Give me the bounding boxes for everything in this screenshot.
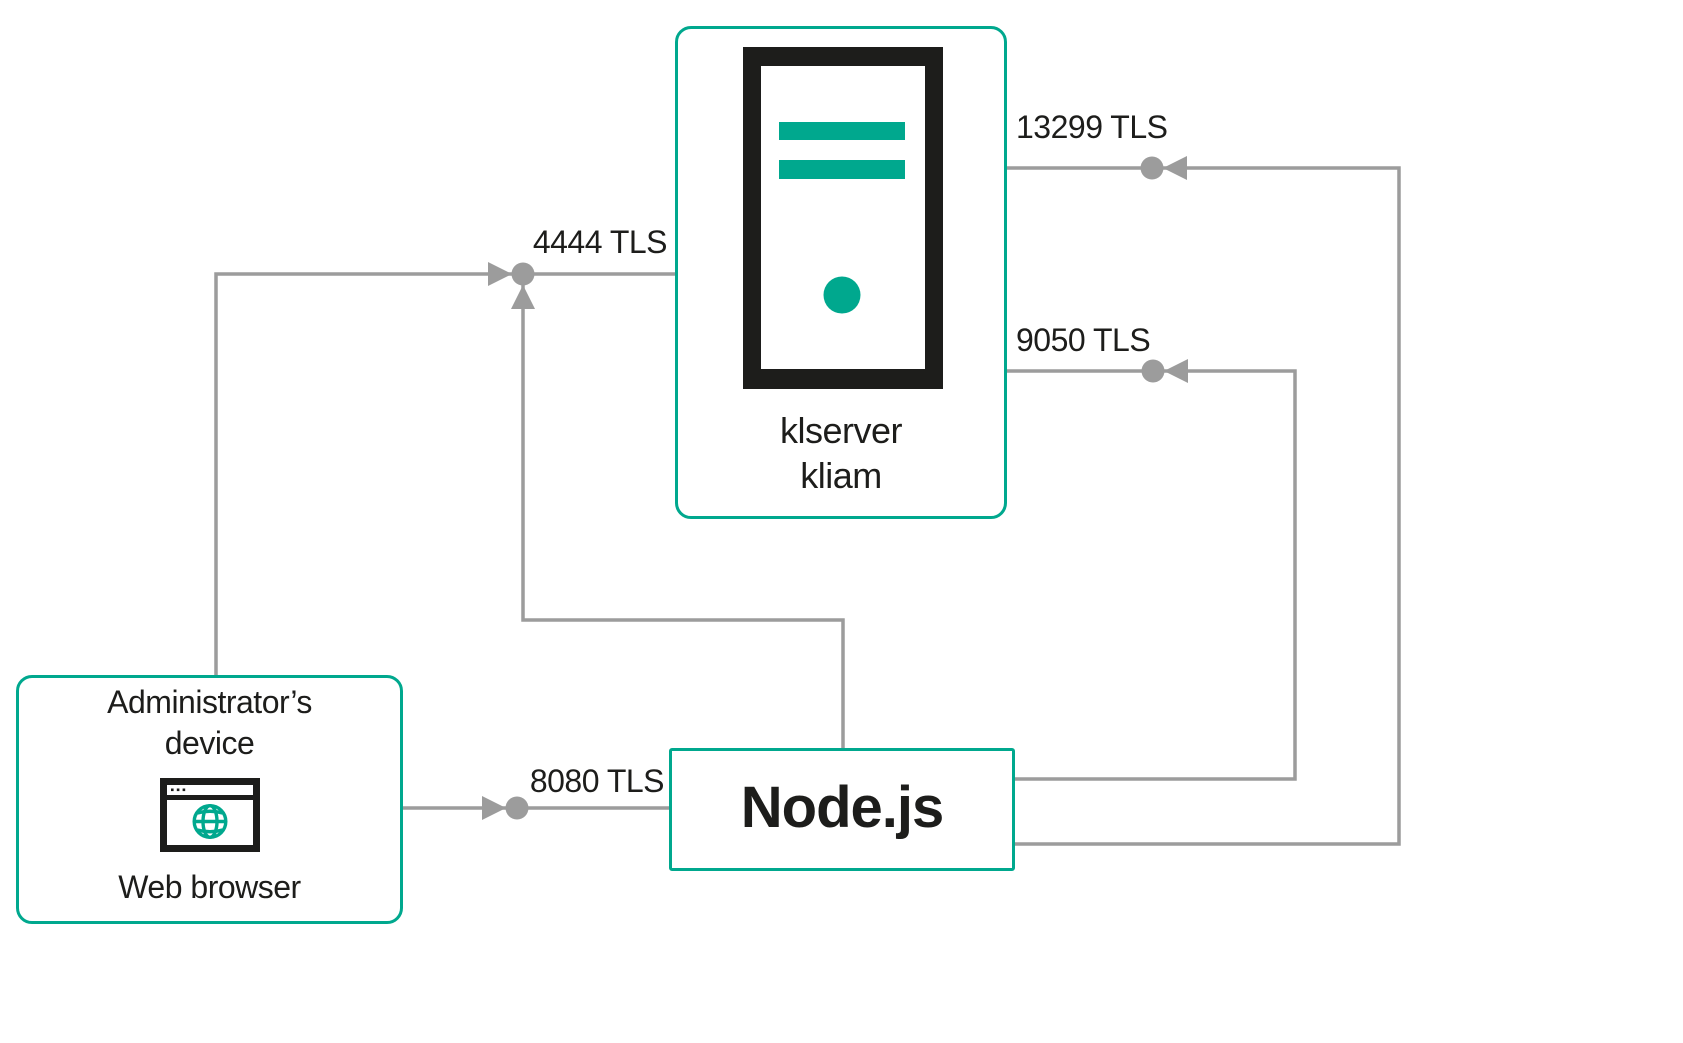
nodejs-label: Node.js: [740, 775, 944, 840]
web-browser-globe-icon: [160, 778, 260, 852]
node-admin-device: Administrator’s device Web browser: [16, 675, 403, 924]
port-label-4444-tls: 4444 TLS: [532, 224, 668, 260]
klserver-label-line2: kliam: [800, 455, 882, 496]
server-tower-icon: [743, 47, 943, 389]
port-dot-13299: [1140, 156, 1164, 180]
port-dot-9050: [1141, 359, 1165, 383]
arrow-right-icon: [488, 262, 512, 286]
admin-device-caption: Web browser: [118, 869, 301, 905]
port-label-9050-tls: 9050 TLS: [1016, 322, 1151, 358]
klserver-label-line1: klserver: [779, 410, 903, 451]
admin-device-title-line1: Administrator’s: [107, 684, 312, 720]
node-klserver: klserver kliam: [675, 26, 1007, 519]
admin-device-title: Administrator’s device: [19, 682, 400, 764]
port-label-8080-tls: 8080 TLS: [529, 763, 665, 799]
klserver-label: klserver kliam: [678, 408, 1004, 498]
port-dot-4444: [511, 262, 535, 286]
port-label-13299-tls: 13299 TLS: [1016, 109, 1168, 145]
admin-device-title-line2: device: [164, 725, 255, 761]
arrow-up-icon: [511, 285, 535, 309]
connector-nodejs-to-port4444: [521, 284, 845, 748]
connector-nodejs-to-port13299: [1007, 166, 1401, 846]
arrow-left-icon: [1164, 359, 1188, 383]
arrow-right-icon: [482, 796, 506, 820]
node-nodejs: Node.js: [669, 748, 1015, 871]
connector-nodejs-to-port9050: [1007, 369, 1297, 781]
arrow-left-icon: [1163, 156, 1187, 180]
connector-admin-to-port4444: [214, 272, 676, 675]
port-dot-8080: [505, 796, 529, 820]
